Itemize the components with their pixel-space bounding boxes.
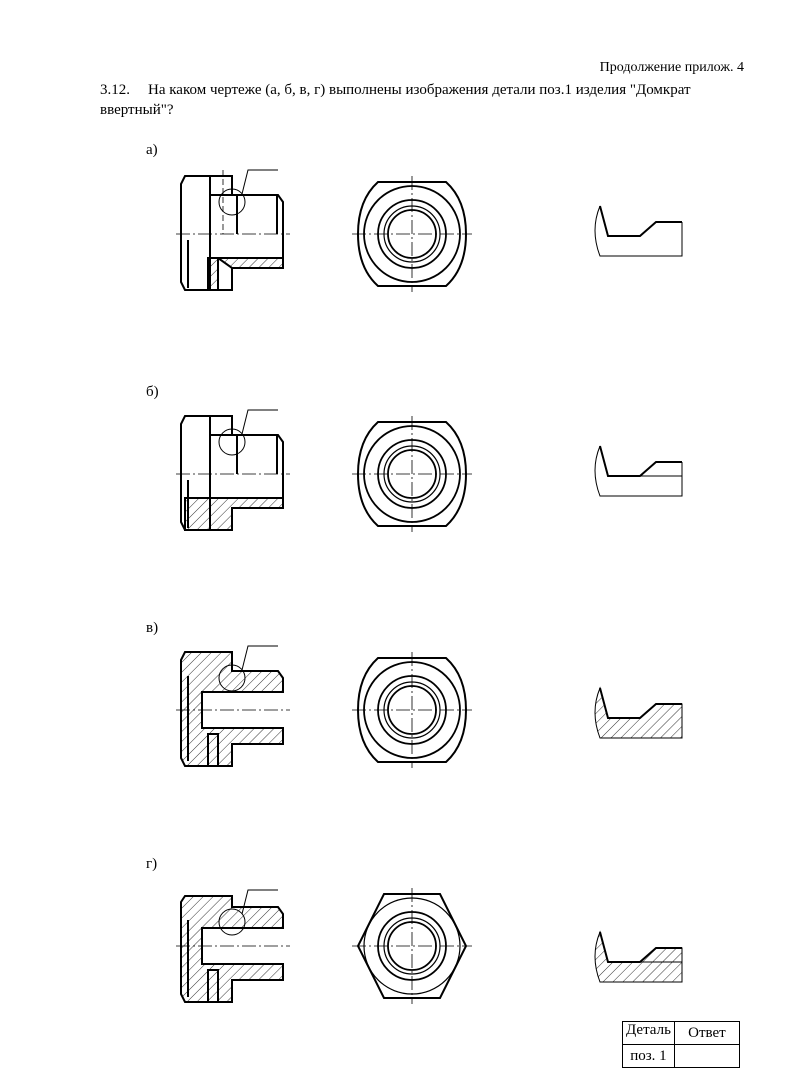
drawing-g <box>176 888 683 1004</box>
answer-input-cell[interactable] <box>673 1044 740 1068</box>
answer-col1-header: Деталь <box>622 1021 675 1045</box>
drawing-b <box>176 409 683 532</box>
variant-label-a[interactable]: а) <box>146 142 158 158</box>
drawing-v <box>176 645 683 768</box>
variant-label-v[interactable]: в) <box>146 620 159 636</box>
question-number: 3.12. <box>100 82 130 98</box>
question-text: 3.12.На каком чертеже (а, б, в, г) выпол… <box>100 80 750 120</box>
drawing-a <box>176 169 683 292</box>
page-header: Продолжение прилож. 4 <box>599 60 744 75</box>
answer-col2-header: Ответ <box>673 1021 740 1045</box>
variant-label-b[interactable]: б) <box>146 384 159 400</box>
variant-label-g[interactable]: г) <box>146 856 158 872</box>
answer-table: Деталь Ответ поз. 1 <box>622 1021 744 1068</box>
question-body: На каком чертеже (а, б, в, г) выполнены … <box>100 82 691 118</box>
answer-col1-value: поз. 1 <box>622 1044 675 1068</box>
